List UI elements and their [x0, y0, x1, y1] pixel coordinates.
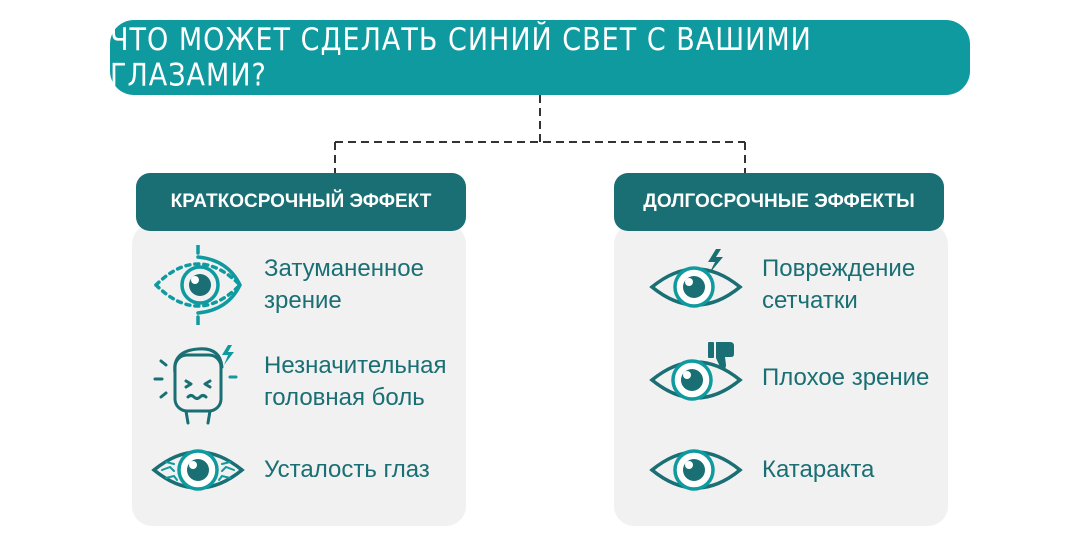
list-item: Незначительная головная боль — [148, 342, 447, 425]
eye-icon — [646, 430, 746, 510]
short-term-header: Краткосрочный эффект — [136, 173, 466, 231]
item-label: Катаракта — [762, 456, 875, 483]
short-term-header-label: Краткосрочный эффект — [170, 191, 432, 212]
long-term-header-label: Долгосрочные эффекты — [643, 191, 915, 212]
list-item: Повреждение сетчатки — [646, 245, 915, 325]
blurred-eye-icon — [148, 245, 248, 325]
tired-eye-icon — [148, 430, 248, 510]
item-label: Усталость глаз — [264, 456, 430, 483]
list-item: Плохое зрение — [646, 338, 929, 418]
item-label: Плохое зрение — [762, 364, 930, 391]
list-item: Катаракта — [646, 430, 874, 510]
item-label: Затуманенное зрение — [264, 255, 424, 314]
item-label: Незначительная головная боль — [264, 352, 447, 411]
page-title: Что может сделать синий свет с вашими гл… — [110, 21, 812, 94]
title-banner: Что может сделать синий свет с вашими гл… — [110, 20, 970, 95]
list-item: Усталость глаз — [148, 430, 430, 510]
long-term-header: Долгосрочные эффекты — [614, 173, 944, 231]
item-label: Повреждение сетчатки — [762, 255, 916, 314]
headache-face-icon — [148, 342, 248, 425]
eye-thumbs-down-icon — [646, 338, 746, 418]
damaged-eye-icon — [646, 245, 746, 325]
list-item: Затуманенное зрение — [148, 245, 424, 325]
